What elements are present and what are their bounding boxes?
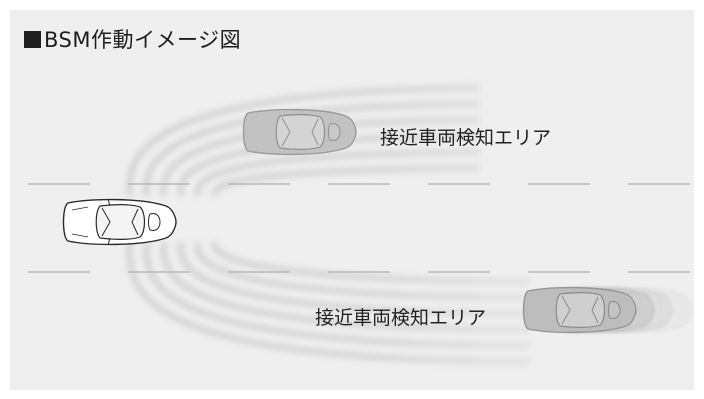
title-square-icon <box>24 31 41 48</box>
lower-detection-waves <box>125 241 531 366</box>
diagram-title: BSM作動イメージ図 <box>24 24 241 54</box>
lower-approaching-car <box>522 286 637 334</box>
lower-detection-area-label: 接近車両検知エリア <box>315 307 487 329</box>
diagram-panel: BSM作動イメージ図 接近車両検知エリア 接近車両検知エリア <box>10 10 694 390</box>
diagram-canvas <box>28 84 693 366</box>
own-car <box>62 198 177 246</box>
diagram-title-text: BSM作動イメージ図 <box>44 28 242 52</box>
upper-approaching-car <box>242 108 357 156</box>
lane-markings <box>28 183 690 273</box>
upper-detection-waves <box>125 84 481 198</box>
upper-detection-area-label: 接近車両検知エリア <box>380 127 552 149</box>
